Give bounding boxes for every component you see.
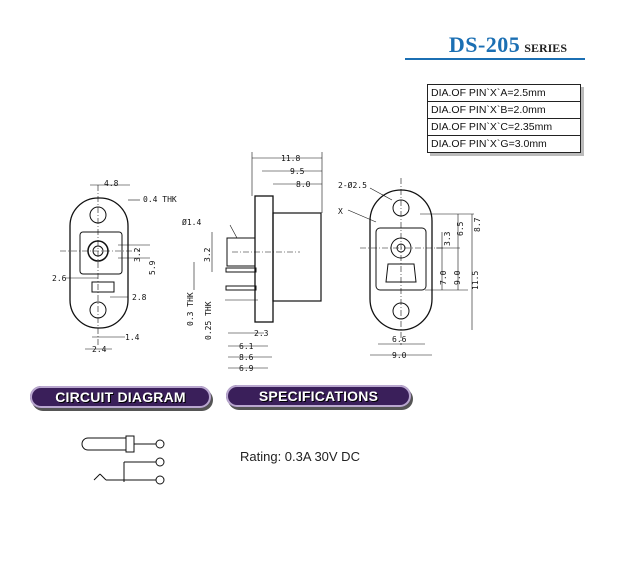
dim-label: 5.9: [148, 260, 157, 275]
dim-label: 2-Ø2.5: [338, 180, 367, 190]
dim-label: 8.0: [296, 180, 311, 189]
circuit-diagram: [81, 435, 165, 485]
table-cell: DIA.OF PIN`X`B=2.0mm: [427, 101, 581, 119]
dim-label: 11.5: [471, 271, 480, 290]
pin-diameter-table: DIA.OF PIN`X`A=2.5mm DIA.OF PIN`X`B=2.0m…: [427, 84, 581, 153]
table-cell: DIA.OF PIN`X`G=3.0mm: [427, 135, 581, 153]
dim-label: 4.8: [104, 179, 119, 188]
dim-label: 6.5: [456, 221, 465, 236]
dim-label: 7.0: [439, 270, 448, 285]
dim-label: 9.0: [392, 351, 407, 360]
dim-label: 3.2: [203, 247, 212, 262]
front-view: [60, 184, 150, 350]
dim-label: 9.5: [290, 167, 305, 176]
dim-label: 2.3: [254, 329, 269, 338]
dim-label: 1.4: [125, 333, 140, 342]
rating-spec: Rating: 0.3A 30V DC: [240, 449, 360, 464]
dim-label: 0.25 THK: [204, 301, 213, 340]
model-number: DS-205: [448, 32, 521, 57]
specifications-heading: SPECIFICATIONS: [226, 385, 411, 407]
dim-label: 3.3: [443, 231, 452, 246]
table-row: DIA.OF PIN`X`B=2.0mm: [427, 101, 581, 119]
dim-label: 0.3 THK: [186, 292, 195, 326]
circuit-diagram-heading: CIRCUIT DIAGRAM: [30, 386, 211, 408]
dim-label: X: [338, 207, 343, 216]
dim-label: 8.6: [239, 353, 254, 362]
table-row: DIA.OF PIN`X`G=3.0mm: [427, 135, 581, 153]
dim-label: 0.4 THK: [143, 195, 177, 204]
table-row: DIA.OF PIN`X`A=2.5mm: [427, 84, 581, 102]
dim-label: 3.2: [133, 247, 142, 262]
dim-label: 9.0: [453, 270, 462, 285]
dim-label: 11.8: [281, 154, 300, 163]
dim-label: 6.1: [239, 342, 254, 351]
dim-label: 2.8: [132, 293, 147, 302]
dim-label: 2.6: [52, 274, 67, 283]
series-label: SERIES: [524, 41, 567, 55]
dim-label: 8.7: [473, 217, 482, 232]
back-view: [347, 178, 474, 356]
technical-drawing: 4.8 0.4 THK 3.2 5.9 2.6 2.8 1.4 2.4 11.8…: [52, 152, 482, 373]
table-cell: DIA.OF PIN`X`A=2.5mm: [427, 84, 581, 102]
dim-label: 6.6: [392, 335, 407, 344]
dim-label: Ø1.4: [182, 217, 201, 227]
side-view: [193, 152, 323, 369]
dim-label: 6.9: [239, 364, 254, 373]
dim-label: 2.4: [92, 345, 107, 354]
